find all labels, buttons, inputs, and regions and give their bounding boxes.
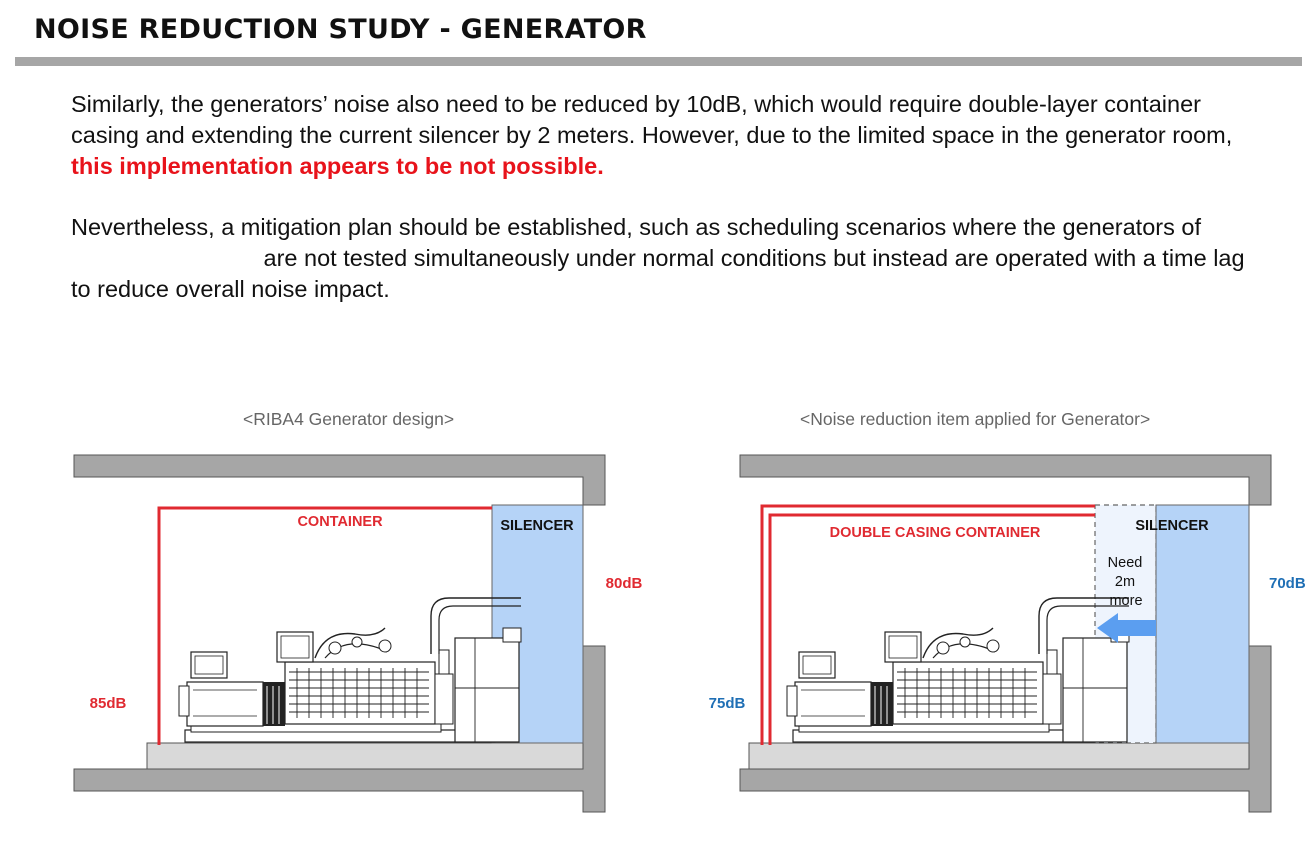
extension-label-line-3: more (1109, 593, 1142, 609)
left-silencer-label: SILENCER (500, 518, 574, 534)
extension-label-line-1: Need (1108, 555, 1143, 571)
slide-title: NOISE REDUCTION STUDY - GENERATOR (34, 14, 647, 45)
left-plinth (146, 742, 584, 770)
left-outside-level: 80dB (606, 575, 643, 592)
paragraph-1-highlight: this implementation appears to be not po… (71, 153, 604, 179)
right-silencer (1155, 504, 1250, 744)
right-diagram: DOUBLE CASING CONTAINER SILENCER Need 2m… (709, 454, 1305, 813)
left-generator-illustration (178, 597, 522, 743)
right-container-inner (768, 513, 1095, 745)
right-inside-level: 75dB (709, 695, 746, 712)
right-diagram-caption: <Noise reduction item applied for Genera… (800, 409, 1151, 429)
left-ceiling-wall (73, 454, 606, 506)
title-divider (15, 57, 1302, 66)
right-ceiling-wall (739, 454, 1272, 506)
right-container-label: DOUBLE CASING CONTAINER (830, 525, 1041, 541)
extension-arrow-icon (1097, 613, 1156, 643)
right-silencer-label: SILENCER (1135, 518, 1209, 534)
right-plinth (748, 742, 1250, 770)
left-diagram: CONTAINER SILENCER 80dB 85dB (73, 454, 643, 813)
paragraph-1: Similarly, the generators’ noise also ne… (71, 89, 1261, 182)
extension-label-line-2: 2m (1115, 574, 1135, 590)
left-inside-level: 85dB (90, 695, 127, 712)
left-container-outline (157, 506, 492, 745)
right-outside-level: 70dB (1269, 575, 1305, 592)
right-container-outer (760, 504, 1095, 745)
redacted-block (71, 249, 257, 270)
paragraph-2-after: are not tested simultaneously under norm… (71, 245, 1245, 302)
left-container-label: CONTAINER (297, 514, 383, 530)
left-diagram-caption: <RIBA4 Generator design> (243, 409, 455, 429)
paragraph-1-text: Similarly, the generators’ noise also ne… (71, 91, 1233, 148)
paragraph-2-before: Nevertheless, a mitigation plan should b… (71, 214, 1201, 240)
right-generator-illustration (786, 597, 1130, 743)
paragraph-2: Nevertheless, a mitigation plan should b… (71, 212, 1261, 305)
